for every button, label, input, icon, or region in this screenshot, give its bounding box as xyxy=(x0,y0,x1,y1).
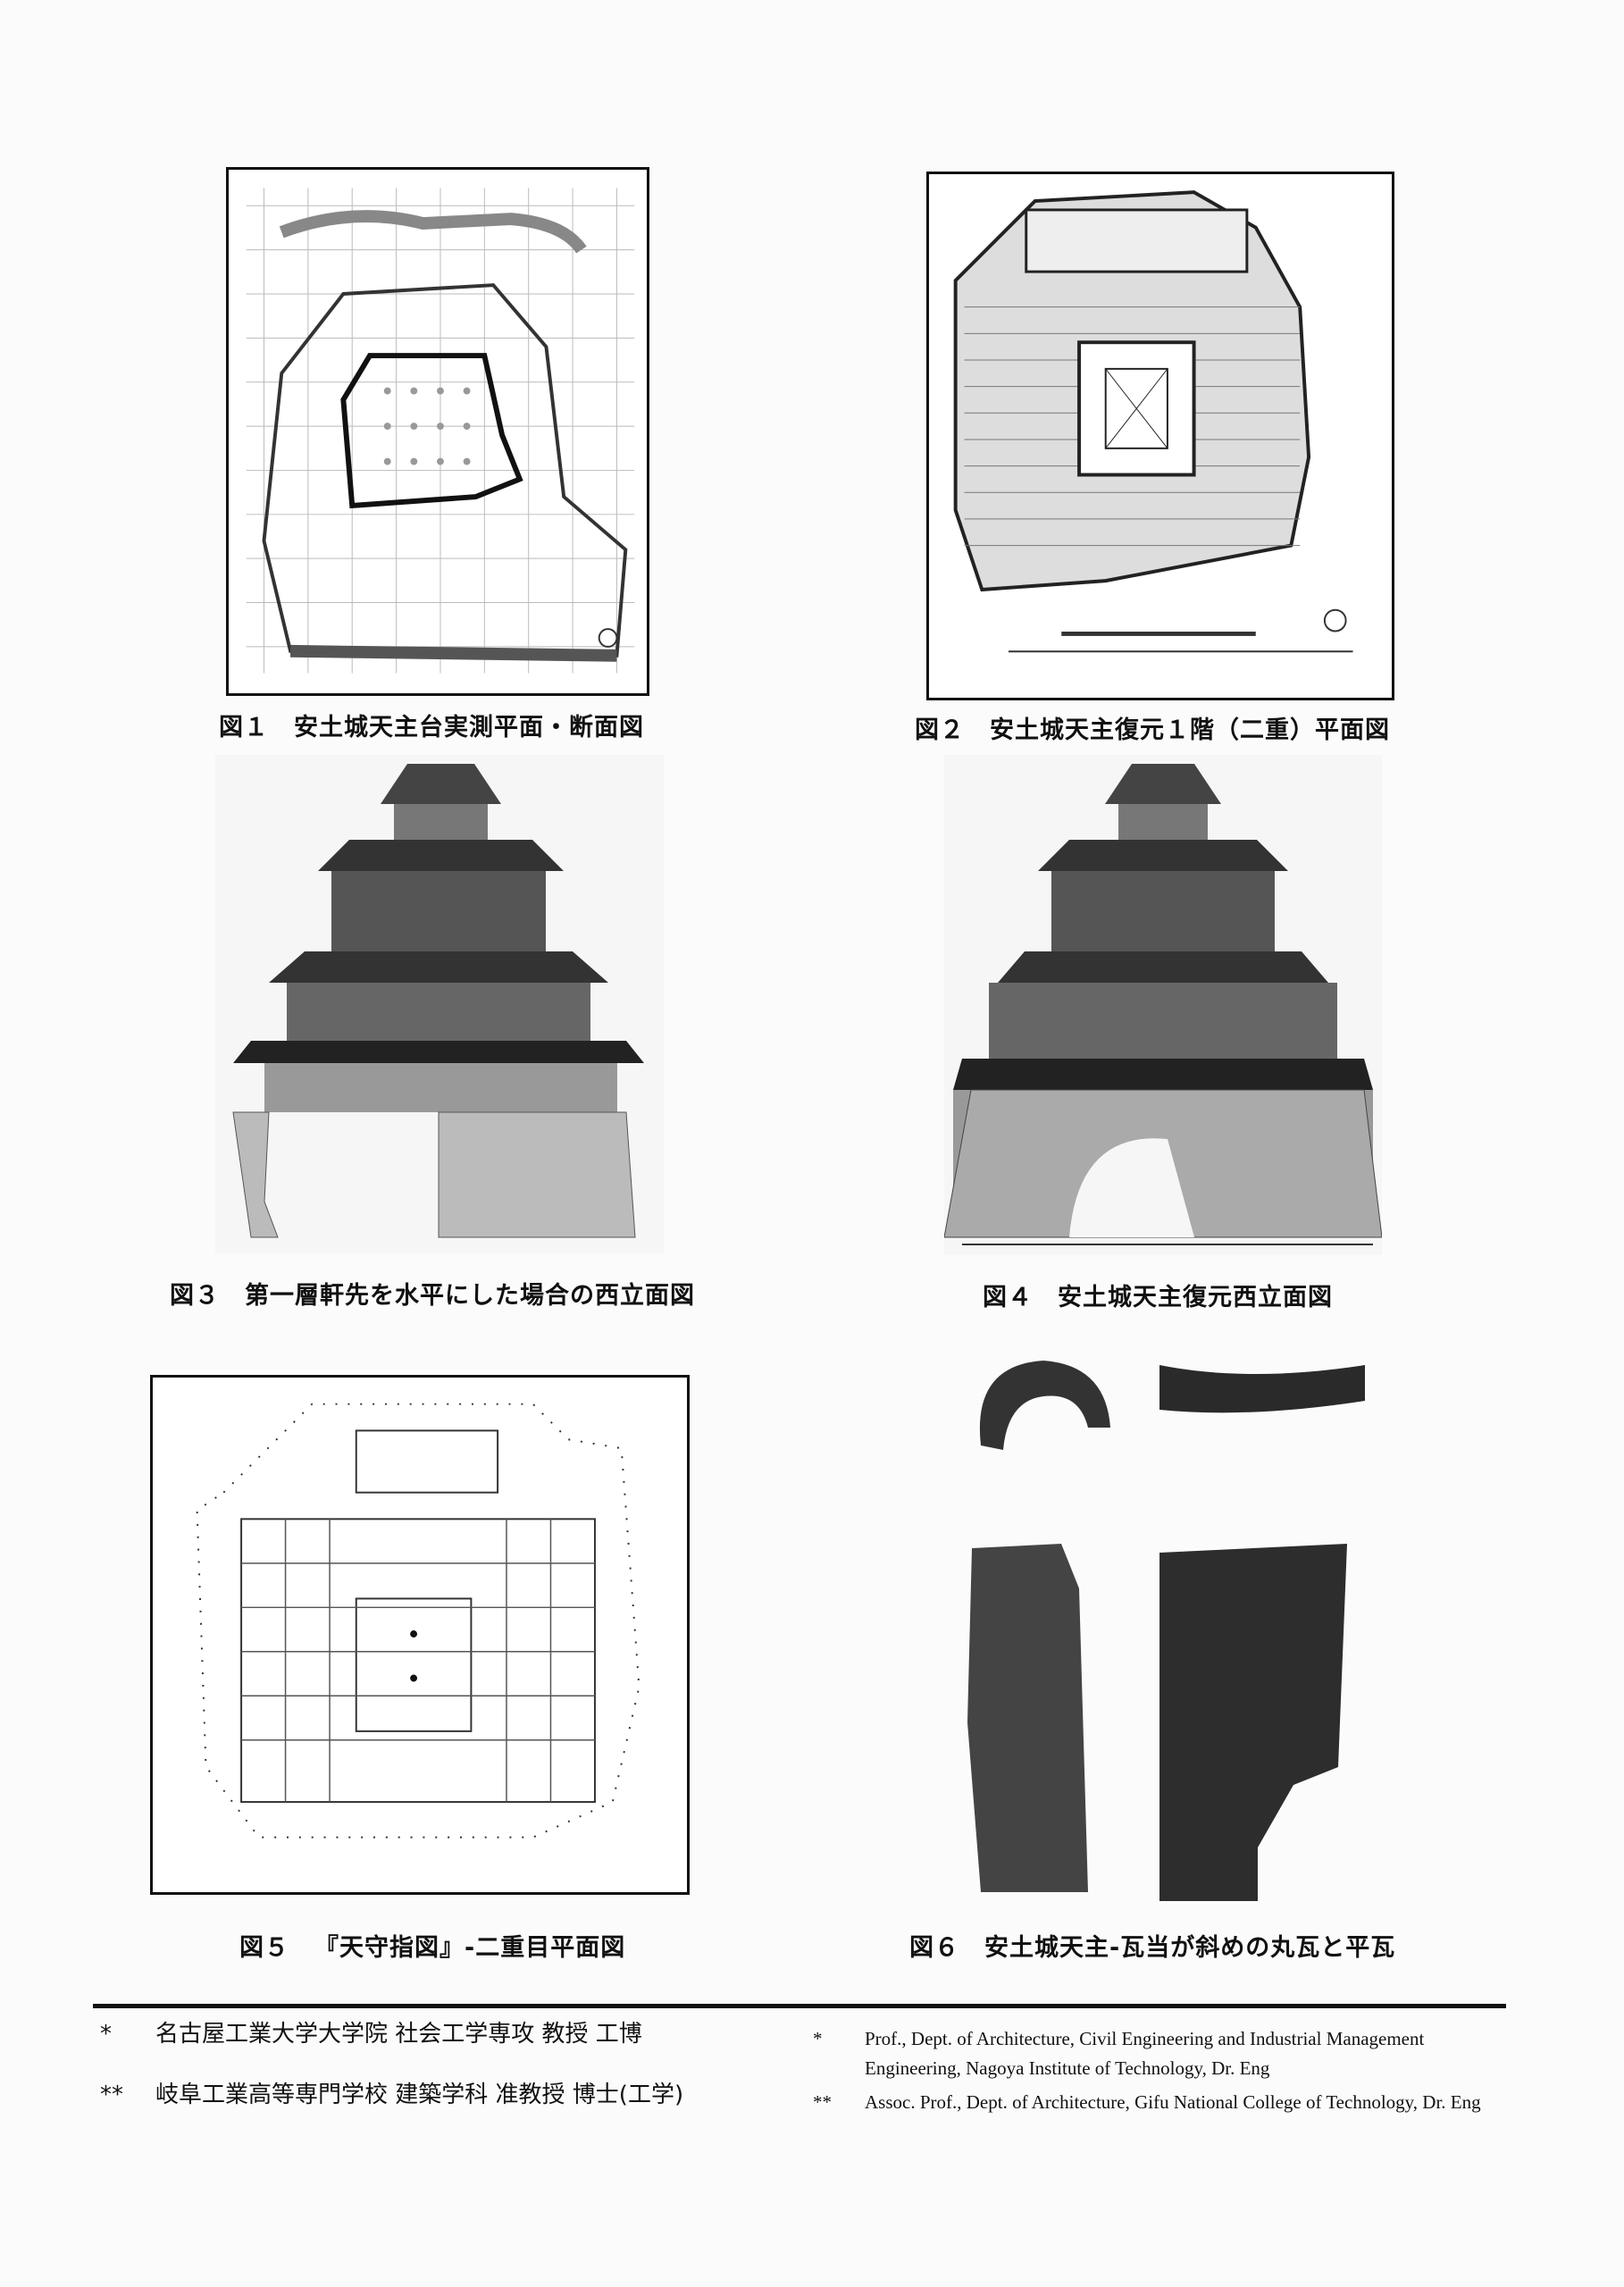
footnote-mark: * xyxy=(100,2021,112,2048)
figure-6-caption: 図６ 安土城天主-瓦当が斜めの丸瓦と平瓦 xyxy=(909,1928,1395,1963)
footnote-text: Prof., Dept. of Architecture, Civil Engi… xyxy=(865,2028,1425,2049)
figure-6-roof-tiles-photo xyxy=(954,1347,1367,1908)
figure-caption-text: 安土城天主復元西立面図 xyxy=(1058,1284,1333,1311)
figure-5-historic-plan xyxy=(150,1375,690,1895)
footnote-en-1: * Prof., Dept. of Architecture, Civil Eng… xyxy=(813,2028,1424,2050)
footnote-mark: * xyxy=(813,2028,823,2049)
footnote-ja-2: ** 岐阜工業高等専門学校 建築学科 准教授 博士(工学) xyxy=(100,2076,683,2109)
figure-number: 図２ xyxy=(915,716,965,744)
figure-5-caption: 図５ 『天守指図』-二重目平面図 xyxy=(239,1928,625,1963)
footnote-text: 名古屋工業大学大学院 社会工学専攻 教授 工博 xyxy=(155,2021,642,2048)
footnote-text: Assoc. Prof., Dept. of Architecture, Gif… xyxy=(865,2091,1481,2113)
footnote-en-1-line2: Engineering, Nagoya Institute of Technol… xyxy=(865,2057,1269,2080)
figure-caption-text: 『天守指図』-二重目平面図 xyxy=(314,1934,626,1962)
footnote-text: 岐阜工業高等専門学校 建築学科 准教授 博士(工学) xyxy=(155,2082,684,2108)
footnote-ja-1: * 名古屋工業大学大学院 社会工学専攻 教授 工博 xyxy=(100,2015,642,2048)
footnote-mark: ** xyxy=(813,2091,832,2113)
figure-number: 図１ xyxy=(219,714,269,741)
figure-1-caption: 図１ 安土城天主台実測平面・断面図 xyxy=(219,708,644,742)
figure-3-elevation xyxy=(215,755,664,1253)
figure-caption-text: 第一層軒先を水平にした場合の西立面図 xyxy=(245,1282,695,1310)
figure-3-caption: 図３ 第一層軒先を水平にした場合の西立面図 xyxy=(170,1276,695,1311)
figure-number: 図５ xyxy=(239,1934,289,1962)
figure-caption-text: 安土城天主復元１階（二重）平面図 xyxy=(990,716,1390,744)
figure-caption-text: 安土城天主台実測平面・断面図 xyxy=(294,714,644,741)
footnote-text: Engineering, Nagoya Institute of Technol… xyxy=(865,2057,1270,2079)
footnote-mark: ** xyxy=(100,2082,123,2108)
figure-1-survey-plan xyxy=(226,167,649,696)
footnote-en-2: ** Assoc. Prof., Dept. of Architecture, G… xyxy=(813,2091,1481,2114)
figure-number: 図３ xyxy=(170,1282,220,1310)
figure-number: 図６ xyxy=(909,1934,959,1962)
figure-number: 図４ xyxy=(983,1284,1033,1311)
roof-tiles-photo xyxy=(967,1361,1365,1901)
floor-plan-drawing xyxy=(953,190,1353,653)
historic-plan-drawing xyxy=(196,1403,640,1839)
figure-4-elevation xyxy=(944,755,1382,1255)
castle-restored-elevation-drawing xyxy=(944,755,1382,1255)
survey-plan-drawing xyxy=(246,188,635,674)
castle-elevation-drawing xyxy=(215,755,664,1253)
footnote-divider xyxy=(93,2004,1506,2008)
figure-4-caption: 図４ 安土城天主復元西立面図 xyxy=(983,1278,1333,1312)
figure-caption-text: 安土城天主-瓦当が斜めの丸瓦と平瓦 xyxy=(984,1934,1396,1962)
figure-2-caption: 図２ 安土城天主復元１階（二重）平面図 xyxy=(915,710,1390,745)
figure-2-floor-plan xyxy=(926,172,1394,700)
